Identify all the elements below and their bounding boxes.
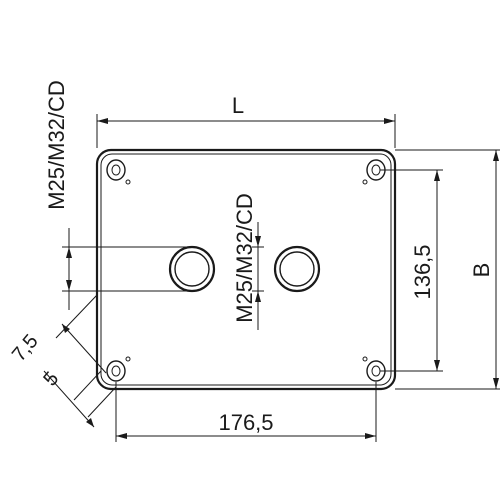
hole-spacing-horizontal-label: 176,5 [218, 410, 273, 435]
mounting-hole-icon [106, 159, 131, 185]
enclosure-outline-icon [95, 148, 397, 391]
dimension-width: B [395, 149, 500, 390]
mounting-hole-icon [362, 356, 386, 382]
gland-center-label: M25/M32/CD [232, 193, 257, 323]
cable-gland-hole-icon [273, 245, 321, 293]
cable-gland-hole-icon [168, 245, 216, 293]
offset-large-label: 7,5 [8, 330, 43, 365]
offset-small-label: 5 [39, 368, 63, 391]
dimension-hole-spacing-vertical: 136,5 [380, 169, 443, 372]
mounting-hole-icon [106, 356, 131, 382]
dimension-offsets: 7,5 5 [8, 294, 117, 428]
width-label: B [469, 263, 494, 278]
dimension-length: L [96, 93, 396, 148]
dimension-gland-left: M25/M32/CD [44, 80, 192, 310]
dimension-gland-center: M25/M32/CD [232, 193, 264, 330]
length-label: L [232, 93, 244, 118]
gland-left-label: M25/M32/CD [44, 80, 69, 210]
hole-spacing-vertical-label: 136,5 [410, 244, 435, 299]
dimension-hole-spacing-horizontal: 176,5 [115, 382, 377, 442]
mounting-hole-icon [362, 159, 386, 185]
